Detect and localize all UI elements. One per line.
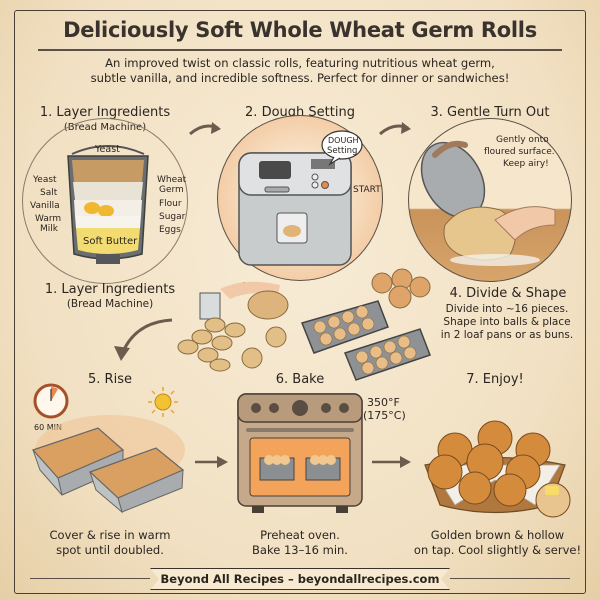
step-4-caption-line-3: in 2 loaf pans or as buns.: [440, 329, 574, 341]
start-label: START: [353, 185, 381, 195]
step-5-caption-line-1: Cover & rise in warm: [49, 528, 171, 542]
label-vanilla: Vanilla: [30, 201, 60, 211]
arrow-right-icon: [195, 456, 228, 468]
label-germ: Germ: [159, 185, 184, 195]
step-4-repeat-title: 1. Layer Ingredients: [44, 282, 176, 297]
step-7-title: 7. Enjoy!: [466, 372, 524, 387]
step-6-caption-line-1: Preheat oven.: [260, 528, 340, 542]
note-line-1: Gently onto: [496, 135, 549, 145]
loaf-pans-icon: [300, 268, 431, 381]
subtitle-line-2: subtle vanilla, and incredible softness.…: [90, 71, 510, 85]
label-wheat: Wheat: [157, 175, 187, 185]
step-4-caption-line-1: Divide into ~16 pieces.: [445, 303, 569, 315]
step-7-caption-line-2: on tap. Cool slightly & serve!: [413, 543, 582, 557]
note-line-3: Keep airy!: [503, 159, 549, 169]
arrow-right-icon: [372, 456, 411, 468]
bowl-dough-icon: [420, 140, 556, 266]
timer-label: 60 MIN: [34, 423, 62, 432]
page-subtitle: An improved twist on classic rolls, feat…: [0, 56, 600, 86]
label-yeast: Yeast: [33, 175, 57, 185]
step-6-title: 6. Bake: [275, 372, 325, 387]
step-4-repeat-subtitle: (Bread Machine): [66, 298, 154, 310]
label-salt: Salt: [40, 188, 58, 198]
step-7-caption-line-1: Golden brown & hollow: [430, 528, 565, 542]
speech-bubble: [321, 130, 363, 166]
footer-credit: Beyond All Recipes – beyondallrecipes.co…: [160, 572, 440, 586]
footer-rule-right: [450, 578, 570, 580]
step-5-title: 5. Rise: [88, 372, 132, 387]
step-1-circle: [22, 118, 188, 284]
label-flour: Flour: [159, 199, 182, 209]
step-5-caption: Cover & rise in warm spot until doubled.: [20, 528, 200, 558]
title-underline: [38, 49, 562, 51]
page-title: Deliciously Soft Whole Wheat Germ Rolls: [63, 18, 537, 42]
dough-pieces-icon: [177, 281, 289, 372]
step-6-caption-line-2: Bake 13–16 min.: [252, 543, 348, 557]
label-milk: Milk: [40, 224, 58, 234]
bread-pan-icon: [67, 145, 149, 264]
bread-basket-icon: [424, 420, 571, 518]
arrow-right-icon: [189, 122, 221, 136]
footer-rule-left: [30, 578, 150, 580]
covered-pans-icon: [31, 415, 185, 514]
step-4-caption: Divide into ~16 pieces. Shape into balls…: [422, 303, 592, 342]
curved-arrow-down-icon: [114, 318, 173, 361]
step-2-title: 2. Dough Setting: [245, 105, 355, 120]
timer-clock-icon: [33, 383, 69, 419]
temp-celsius: (175°C): [363, 409, 406, 422]
step-6-caption: Preheat oven. Bake 13–16 min.: [210, 528, 390, 558]
step-1-title: 1. Layer Ingredients: [39, 105, 171, 120]
label-yeast-top: Yeast: [95, 144, 120, 155]
oven-icon: [237, 393, 363, 513]
label-sugar: Sugar: [159, 212, 186, 222]
sun-icon: [148, 387, 178, 417]
step-7-caption: Golden brown & hollow on tap. Cool sligh…: [400, 528, 595, 558]
step-3-title: 3. Gentle Turn Out: [430, 105, 550, 120]
label-warm: Warm: [35, 214, 62, 224]
page-frame: [14, 10, 586, 594]
bubble-setting: Setting: [327, 146, 358, 156]
note-line-2: floured surface.: [484, 147, 555, 157]
subtitle-line-1: An improved twist on classic rolls, feat…: [105, 56, 495, 70]
bubble-dough: DOUGH: [328, 136, 359, 145]
label-eggs: Eggs: [159, 225, 181, 235]
step-4-title: 4. Divide & Shape: [449, 286, 567, 301]
arrow-right-icon: [379, 122, 411, 136]
label-soft-butter: Soft Butter: [83, 236, 138, 247]
bread-machine-icon: [238, 152, 352, 266]
temp-fahrenheit: 350°F: [367, 396, 400, 409]
footer-credit-banner: Beyond All Recipes – beyondallrecipes.co…: [150, 568, 450, 590]
step-4-caption-line-2: Shape into balls & place: [443, 316, 571, 328]
step-5-caption-line-2: spot until doubled.: [56, 543, 164, 557]
